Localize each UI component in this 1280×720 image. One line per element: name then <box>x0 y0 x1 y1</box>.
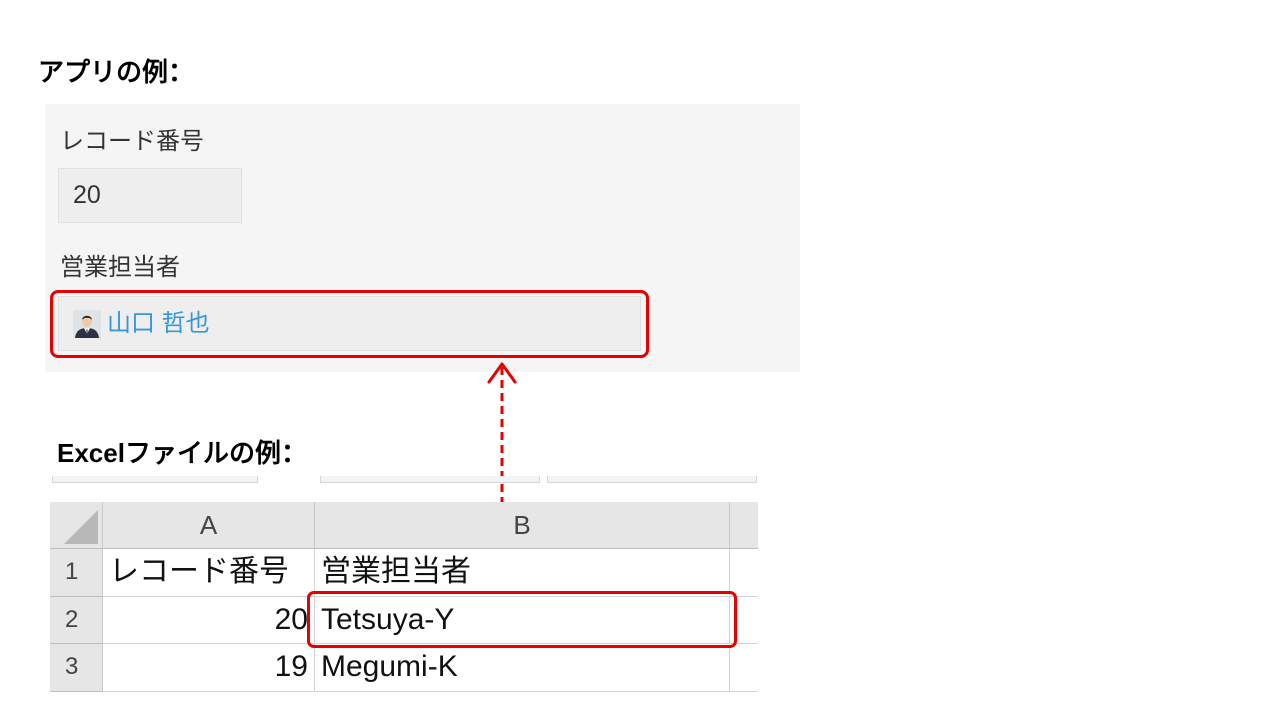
select-all-triangle-icon <box>64 510 98 544</box>
record-number-label: レコード番号 <box>60 128 204 155</box>
cell-b2[interactable]: Tetsuya-Y <box>315 597 730 644</box>
formula-bar-edge <box>320 476 540 483</box>
select-all-corner[interactable] <box>50 502 103 549</box>
sheet-grid: A B 1 レコード番号 営業担当者 2 20 Tetsuya-Y 3 19 M… <box>50 502 758 692</box>
sales-rep-label: 営業担当者 <box>60 254 180 281</box>
row-header-2[interactable]: 2 <box>50 597 103 644</box>
highlight-box-sales-rep <box>50 290 649 358</box>
highlight-box-cell-b2 <box>307 591 737 648</box>
formula-bar-edge-right <box>547 476 757 483</box>
sales-rep-user-link[interactable]: 山口 哲也 <box>59 297 640 350</box>
cell-a1[interactable]: レコード番号 <box>103 549 315 597</box>
cell-b3[interactable]: Megumi-K <box>315 644 730 692</box>
record-number-field: 20 <box>58 168 242 223</box>
column-header-a[interactable]: A <box>103 502 315 549</box>
sales-rep-field: 山口 哲也 <box>58 296 641 351</box>
row-header-3[interactable]: 3 <box>50 644 103 692</box>
row-header-1[interactable]: 1 <box>50 549 103 597</box>
app-record-form: レコード番号 20 営業担当者 山口 哲也 <box>45 104 800 372</box>
sales-rep-user-name[interactable]: 山口 哲也 <box>107 309 210 337</box>
excel-sheet: A B 1 レコード番号 営業担当者 2 20 Tetsuya-Y 3 19 M… <box>50 476 758 692</box>
cell-a3[interactable]: 19 <box>103 644 315 692</box>
cell-c3[interactable] <box>730 644 758 692</box>
column-header-c[interactable] <box>730 502 758 549</box>
user-avatar-icon <box>73 309 101 338</box>
name-box-edge <box>52 476 258 483</box>
cell-c1[interactable] <box>730 549 758 597</box>
cell-b1[interactable]: 営業担当者 <box>315 549 730 597</box>
excel-example-heading: Excelファイルの例： <box>57 438 307 468</box>
column-header-b[interactable]: B <box>315 502 730 549</box>
cell-a2[interactable]: 20 <box>103 597 315 644</box>
record-number-value: 20 <box>73 181 101 209</box>
app-example-heading: アプリの例： <box>38 57 195 87</box>
